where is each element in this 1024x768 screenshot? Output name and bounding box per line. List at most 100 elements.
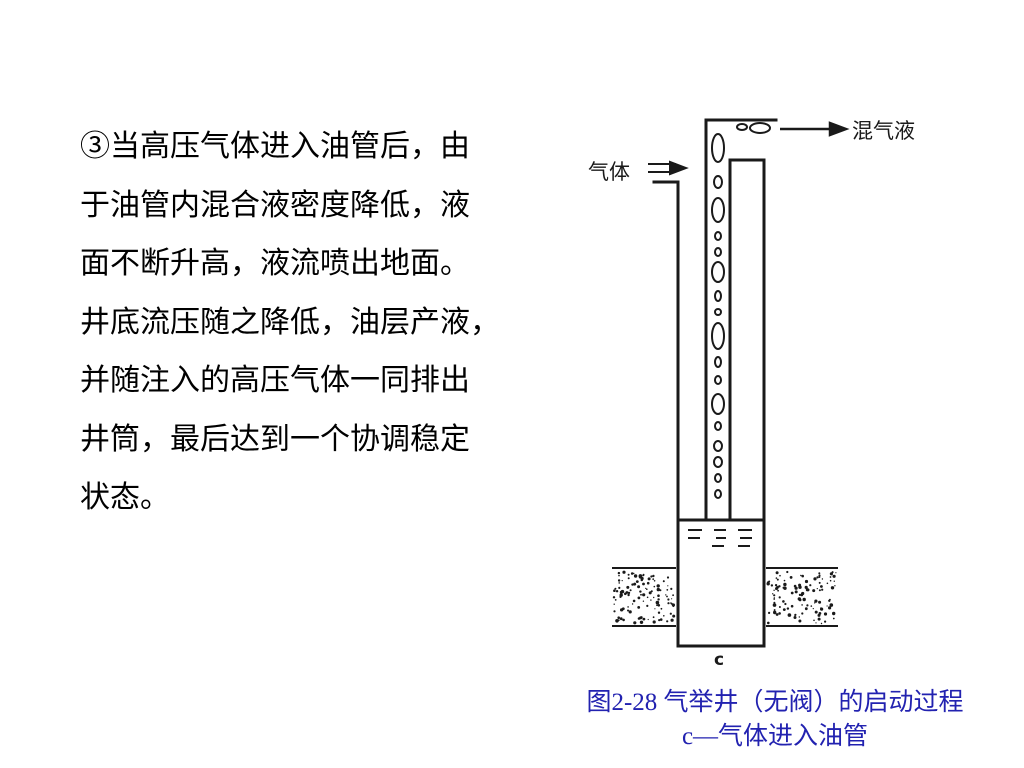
formation-speckle xyxy=(818,581,821,584)
formation-speckle xyxy=(776,578,779,581)
tubing-bubbles xyxy=(711,122,771,499)
formation-speckle xyxy=(783,586,787,590)
formation-speckle xyxy=(768,612,770,614)
formation-speckle xyxy=(801,591,805,596)
formation-speckle xyxy=(613,589,616,592)
formation-speckle xyxy=(642,617,646,621)
formation-speckle xyxy=(672,594,674,597)
formation-speckle xyxy=(823,612,828,616)
formation-speckle xyxy=(659,618,663,621)
formation-speckle xyxy=(828,606,832,610)
formation-speckle xyxy=(821,588,824,591)
formation-speckle xyxy=(627,577,630,580)
formation-speckle xyxy=(818,572,821,575)
formation-speckle xyxy=(814,602,816,604)
outflow-arrow xyxy=(780,121,850,137)
gas-in-label: 气体 xyxy=(588,160,630,184)
formation-speckle xyxy=(773,589,775,591)
formation-speckle xyxy=(618,574,620,577)
formation-speckle xyxy=(670,587,673,591)
formation-speckle xyxy=(631,583,634,586)
text-line: 面不断升高，液流喷出地面。 xyxy=(80,246,470,281)
formation-speckle xyxy=(626,585,630,589)
formation-speckle xyxy=(787,613,792,617)
formation-speckle xyxy=(801,604,803,606)
formation-speckle xyxy=(652,616,655,619)
formation-speckle xyxy=(766,582,770,586)
formation-texture xyxy=(612,570,837,625)
formation-speckle xyxy=(639,590,642,593)
formation-speckle xyxy=(812,608,814,610)
formation-speckle xyxy=(826,605,828,607)
formation-speckle xyxy=(834,585,836,587)
formation-speckle xyxy=(638,574,643,578)
formation-speckle xyxy=(653,580,656,582)
formation-speckle xyxy=(835,572,837,574)
formation-speckle xyxy=(660,607,663,610)
formation-speckle xyxy=(778,612,781,615)
formation-speckle xyxy=(657,604,661,607)
formation-speckle xyxy=(832,617,835,620)
formation-speckle xyxy=(653,585,656,588)
formation-speckle xyxy=(671,603,676,607)
formation-speckle xyxy=(794,590,798,594)
formation-speckle xyxy=(830,586,835,590)
formation-speckle xyxy=(798,585,802,589)
formation-speckle xyxy=(815,622,817,624)
formation-speckle xyxy=(647,577,651,581)
formation-speckle xyxy=(767,621,770,625)
formation-speckle xyxy=(816,576,819,579)
formation-speckle xyxy=(615,590,619,593)
formation-speckle xyxy=(656,604,658,607)
formation-speckle xyxy=(775,577,778,579)
formation-speckle xyxy=(789,576,793,579)
formation-speckle xyxy=(832,611,836,616)
formation-speckle xyxy=(829,576,832,578)
formation-speckle xyxy=(806,604,809,607)
text-line: 于油管内混合液密度降低，液 xyxy=(80,187,470,223)
text-line: ③当高压气体进入油管后，由 xyxy=(80,129,470,164)
formation-speckle xyxy=(814,599,818,603)
formation-speckle xyxy=(617,616,620,619)
formation-speckle xyxy=(627,591,631,595)
formation-speckle xyxy=(657,594,660,597)
formation-speckle xyxy=(650,575,653,578)
formation-speckle xyxy=(817,617,821,621)
formation-speckle xyxy=(667,598,670,601)
formation-speckle xyxy=(646,588,648,590)
formation-speckle xyxy=(652,620,656,624)
text-line: 并随注入的高压气体一同排出 xyxy=(80,363,470,398)
formation-speckle xyxy=(670,602,672,604)
formation-speckle xyxy=(773,601,776,604)
formation-speckle xyxy=(619,595,622,599)
formation-speckle xyxy=(633,582,637,586)
formation-speckle xyxy=(620,589,625,594)
formation-speckle xyxy=(658,619,661,622)
formation-speckle xyxy=(813,619,815,622)
formation-speckle xyxy=(783,579,786,582)
formation-speckle xyxy=(671,598,673,600)
formation-speckle xyxy=(633,572,635,575)
formation-speckle xyxy=(630,572,634,575)
formation-speckle xyxy=(627,573,630,576)
formation-speckle xyxy=(801,574,804,578)
formation-speckle xyxy=(656,587,660,592)
formation-speckle xyxy=(622,618,625,622)
formation-speckle xyxy=(777,589,779,592)
formation-speckle xyxy=(627,606,629,608)
formation-speckle xyxy=(614,599,617,601)
formation-speckle xyxy=(818,576,821,578)
formation-speckle xyxy=(770,584,774,587)
formation-speckle xyxy=(627,593,630,597)
formation-speckle xyxy=(809,584,812,587)
formation-speckle xyxy=(833,580,835,582)
formation-speckle xyxy=(662,580,665,583)
text-line: 状态。 xyxy=(80,480,170,515)
formation-speckle xyxy=(665,594,667,596)
formation-speckle xyxy=(612,596,616,599)
formation-speckle xyxy=(786,570,789,574)
formation-speckle xyxy=(824,620,827,623)
formation-speckle xyxy=(775,571,779,575)
